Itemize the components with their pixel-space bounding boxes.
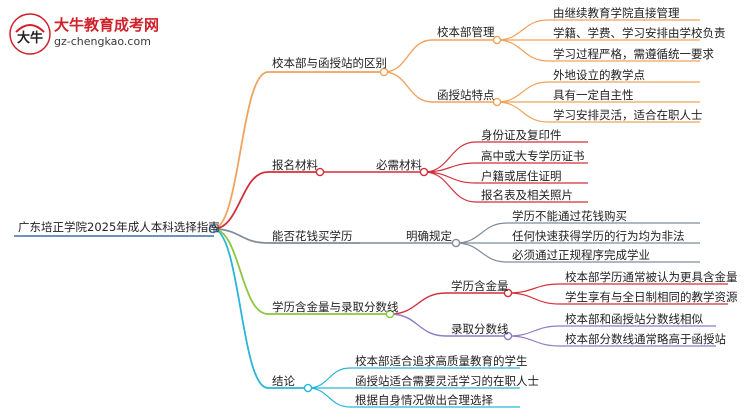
leaf-text: 校本部学历通常被认为更具含金量 — [565, 270, 738, 284]
leaf-connector — [455, 242, 508, 263]
logo-title: 大牛教育成考网 — [54, 16, 160, 34]
leaf-connector — [507, 283, 561, 294]
svg-text:大牛: 大牛 — [17, 30, 43, 46]
logo-url: gz-chengkao.com — [54, 35, 151, 48]
branch-connector — [212, 171, 269, 230]
leaf-text: 学习安排灵活，适合在职人士 — [553, 108, 703, 122]
branch-node-dot — [379, 67, 389, 77]
leaf-text: 身份证及复印件 — [481, 128, 562, 142]
branch-connector — [212, 228, 269, 389]
leaf-text: 高中或大专学历证书 — [481, 149, 585, 163]
leaf-connector — [423, 171, 477, 203]
branch-node-dot — [315, 167, 325, 177]
leaf-text: 具有一定自主性 — [553, 88, 634, 102]
leaf-text: 校本部和函授站分数线相似 — [565, 312, 703, 326]
branch-label-conclusion: 结论 — [272, 374, 295, 388]
sub-label-station-features: 函授站特点 — [437, 88, 495, 102]
sub-node-dot — [503, 331, 513, 341]
sub-node-dot — [451, 238, 461, 248]
leaf-connector — [507, 292, 561, 305]
branch-label-difference: 校本部与函授站的区别 — [272, 56, 387, 70]
leaf-connector — [307, 387, 351, 408]
leaf-text: 学历不能通过花钱购买 — [512, 209, 627, 223]
leaf-connector — [507, 325, 561, 337]
leaf-text: 校本部适合追求高质量教育的学生 — [355, 354, 528, 368]
branch-connector — [212, 228, 269, 244]
sub-node-dot — [419, 167, 429, 177]
branch-label-buy-degree: 能否花钱买学历 — [272, 229, 353, 243]
branch-connector — [212, 228, 269, 315]
leaf-text: 外地设立的教学点 — [553, 68, 645, 82]
branch-connector — [212, 71, 269, 230]
root-node-dot — [208, 224, 218, 234]
leaf-text: 学生享有与全日制相同的教学资源 — [565, 290, 738, 304]
leaf-text: 报名表及相关照片 — [481, 188, 573, 202]
sub-label-regulation: 明确规定 — [406, 229, 452, 243]
sub-label-cutoff-score: 录取分数线 — [451, 322, 509, 336]
leaf-text: 校本部分数线通常略高于函授站 — [565, 332, 726, 346]
leaf-connector — [507, 335, 561, 347]
leaf-text: 户籍或居住证明 — [481, 169, 562, 183]
site-logo[interactable]: 大牛 大牛教育成考网 gz-chengkao.com — [8, 12, 178, 56]
branch-node-dot — [385, 309, 395, 319]
sub-connector — [383, 71, 433, 103]
sub-node-dot — [492, 97, 502, 107]
sub-connector — [389, 292, 447, 315]
branch-label-value-score: 学历含金量与录取分数线 — [272, 300, 399, 314]
leaf-text: 必须通过正规程序完成学业 — [512, 248, 650, 262]
leaf-connector — [496, 39, 549, 62]
leaf-connector — [496, 81, 549, 103]
leaf-connector — [455, 222, 508, 244]
leaf-text: 任何快速获得学历的行为均为非法 — [512, 229, 685, 243]
sub-label-degree-value: 学历含金量 — [451, 279, 509, 293]
sub-label-required: 必需材料 — [376, 158, 422, 172]
leaf-text: 学习过程严格，需遵循统一要求 — [553, 47, 714, 61]
leaf-connector — [496, 101, 549, 123]
sub-node-dot — [492, 35, 502, 45]
logo-mark-icon: 大牛 — [9, 13, 51, 55]
leaf-text: 学籍、学费、学习安排由学校负责 — [553, 26, 726, 40]
leaf-text: 函授站适合需要灵活学习的在职人士 — [355, 374, 539, 388]
branch-label-materials: 报名材料 — [272, 158, 318, 172]
sub-connector — [389, 313, 447, 337]
sub-connector — [383, 39, 433, 73]
leaf-text: 由继续教育学院直接管理 — [553, 6, 680, 20]
root-node: 广东培正学院2025年成人本科选择指南 — [18, 220, 220, 234]
leaf-connector — [307, 367, 351, 389]
leaf-connector — [496, 19, 549, 41]
sub-node-dot — [503, 288, 513, 298]
sub-label-campus-management: 校本部管理 — [437, 25, 495, 39]
branch-node-dot — [303, 383, 313, 393]
leaf-text: 根据自身情况做出合理选择 — [355, 393, 493, 407]
